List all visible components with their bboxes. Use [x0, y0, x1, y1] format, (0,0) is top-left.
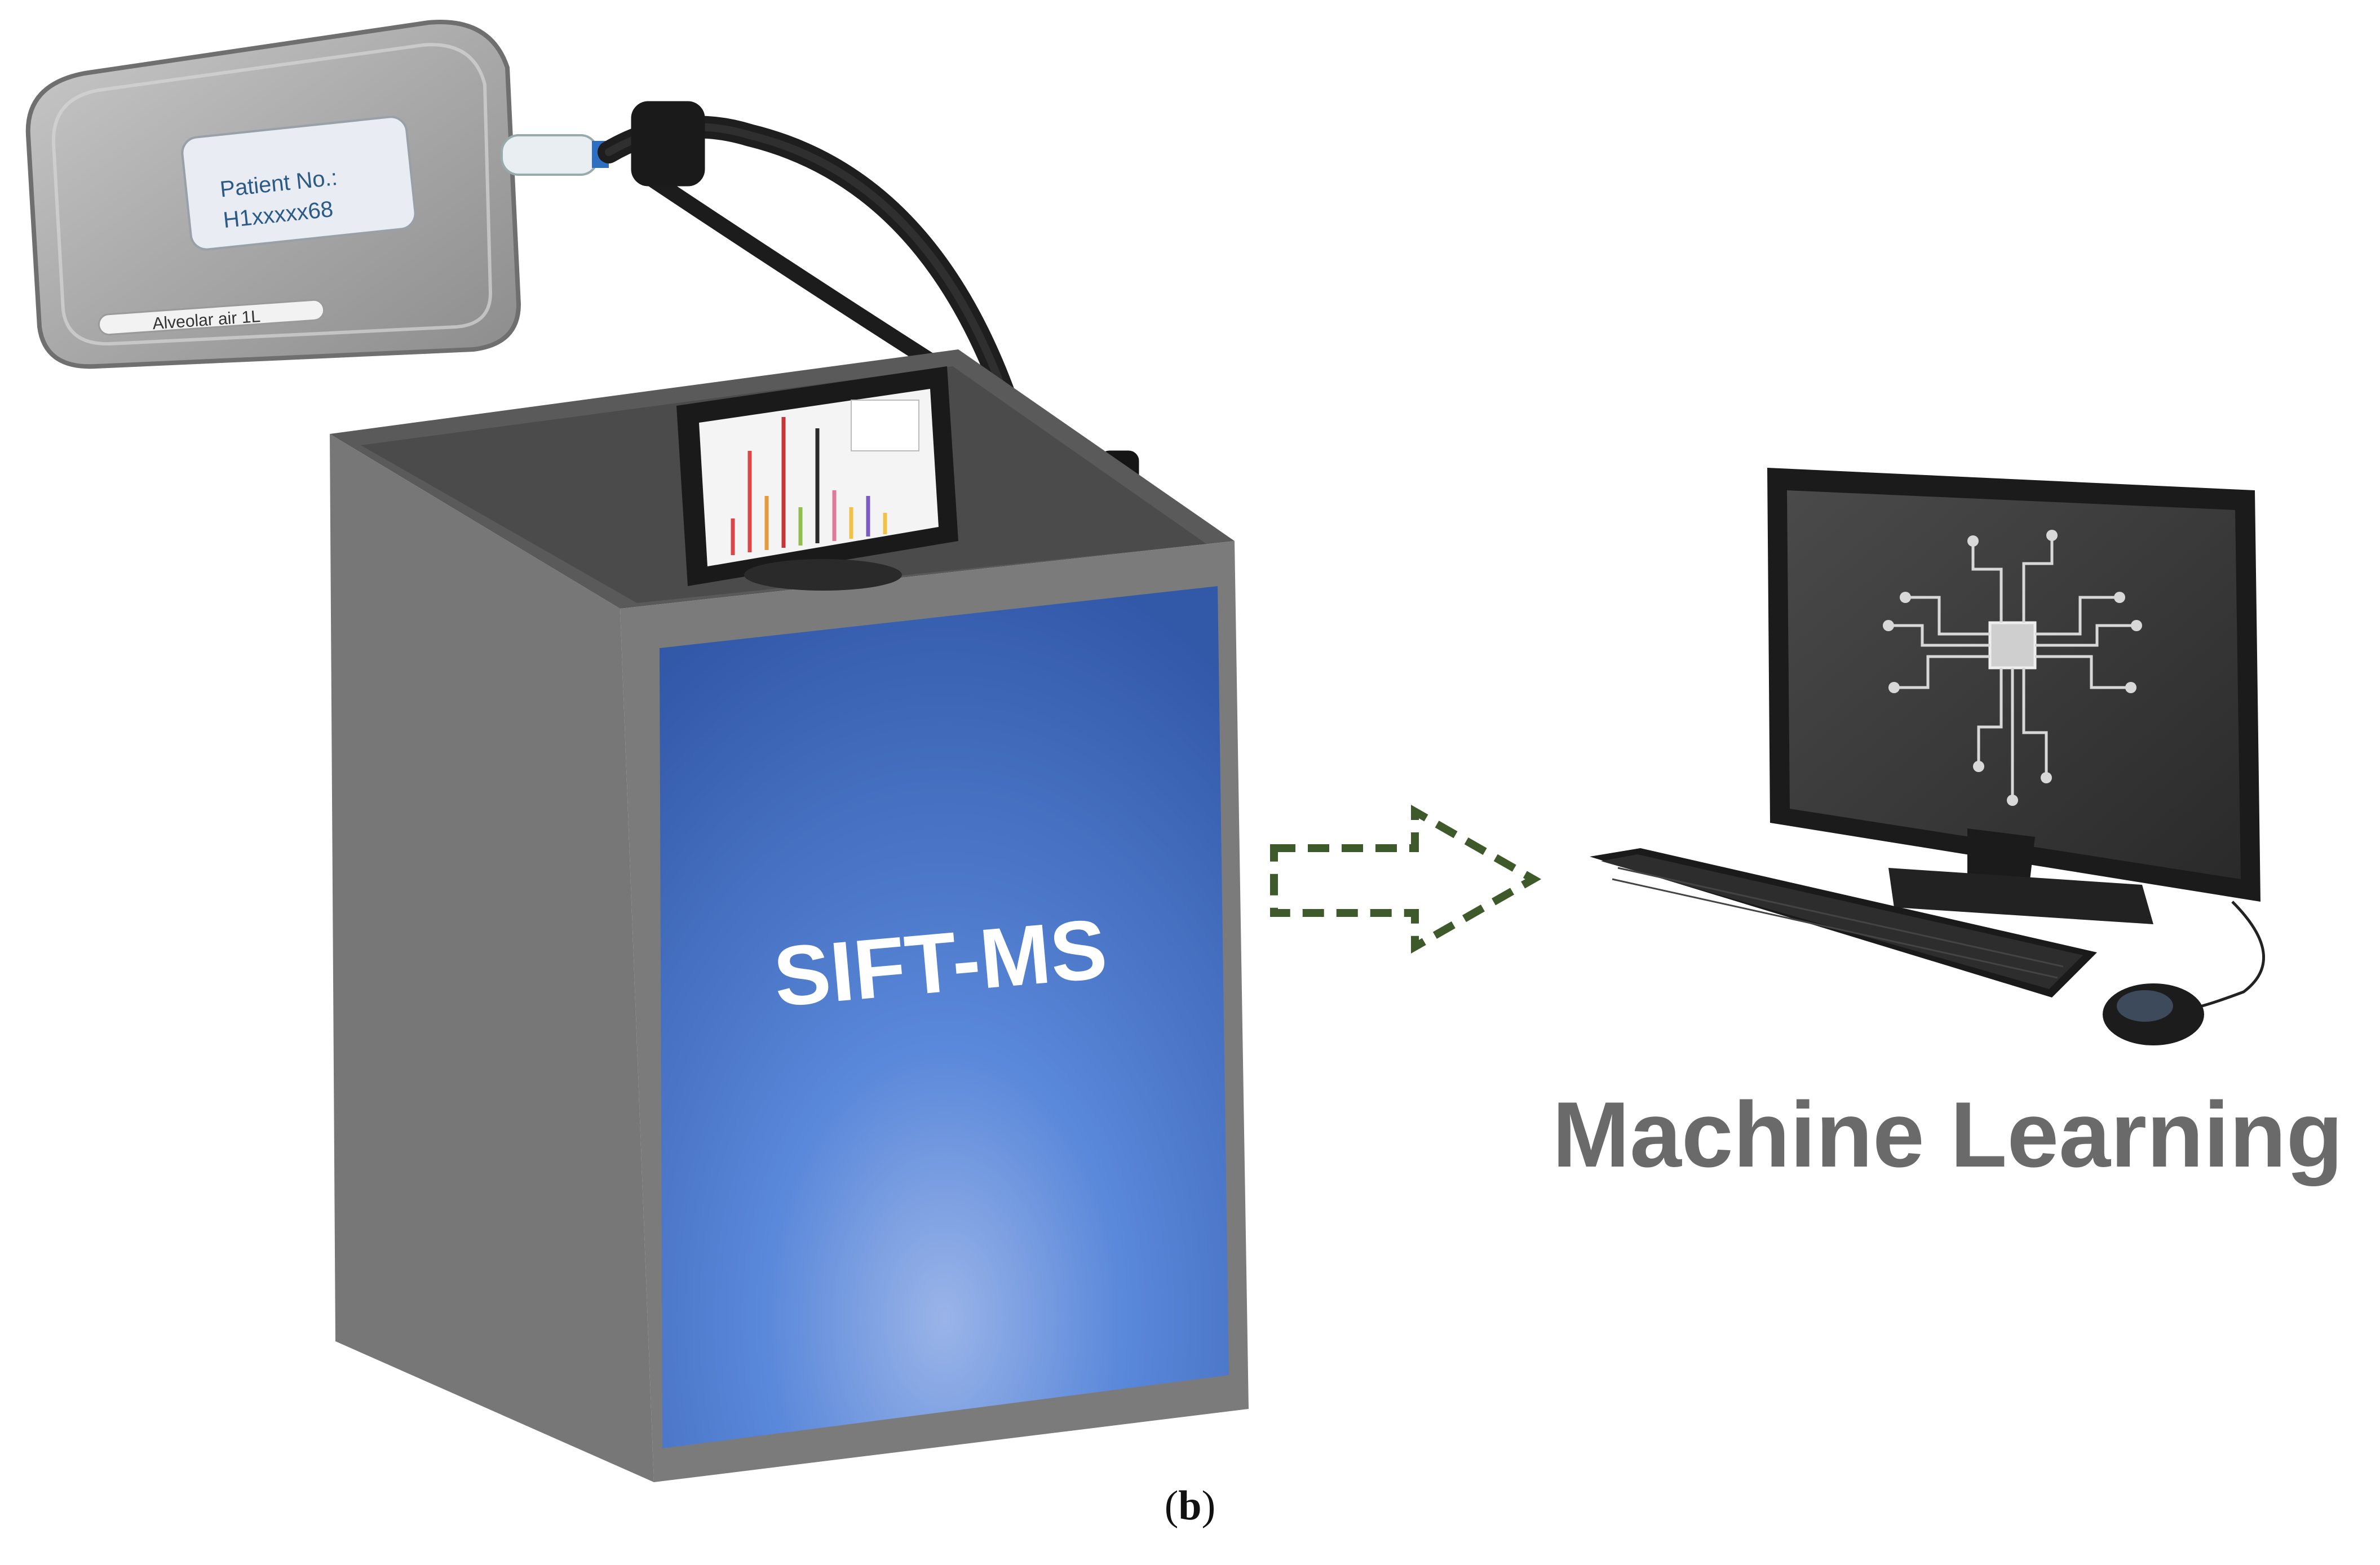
brain-circuit-icon: [1883, 530, 2142, 806]
machine-learning-label: Machine Learning: [1552, 1083, 2343, 1186]
desktop-computer: [1590, 468, 2265, 1045]
dashed-arrow-icon: [1270, 804, 1542, 954]
keyboard-icon: [1590, 848, 2097, 997]
mouse-icon: [2103, 983, 2204, 1045]
gas-bag-icon: Patient No.: H1xxxxx68 Alveolar air 1L: [25, 20, 609, 369]
figure-caption: (b): [1164, 1483, 1216, 1529]
monitor-icon: [676, 366, 958, 591]
instrument-panel: [660, 586, 1229, 1448]
caption-letter: b: [1178, 1483, 1202, 1529]
bag-label-card: [181, 116, 417, 251]
bag-strip: [98, 299, 325, 336]
bag-valve: [501, 134, 599, 176]
